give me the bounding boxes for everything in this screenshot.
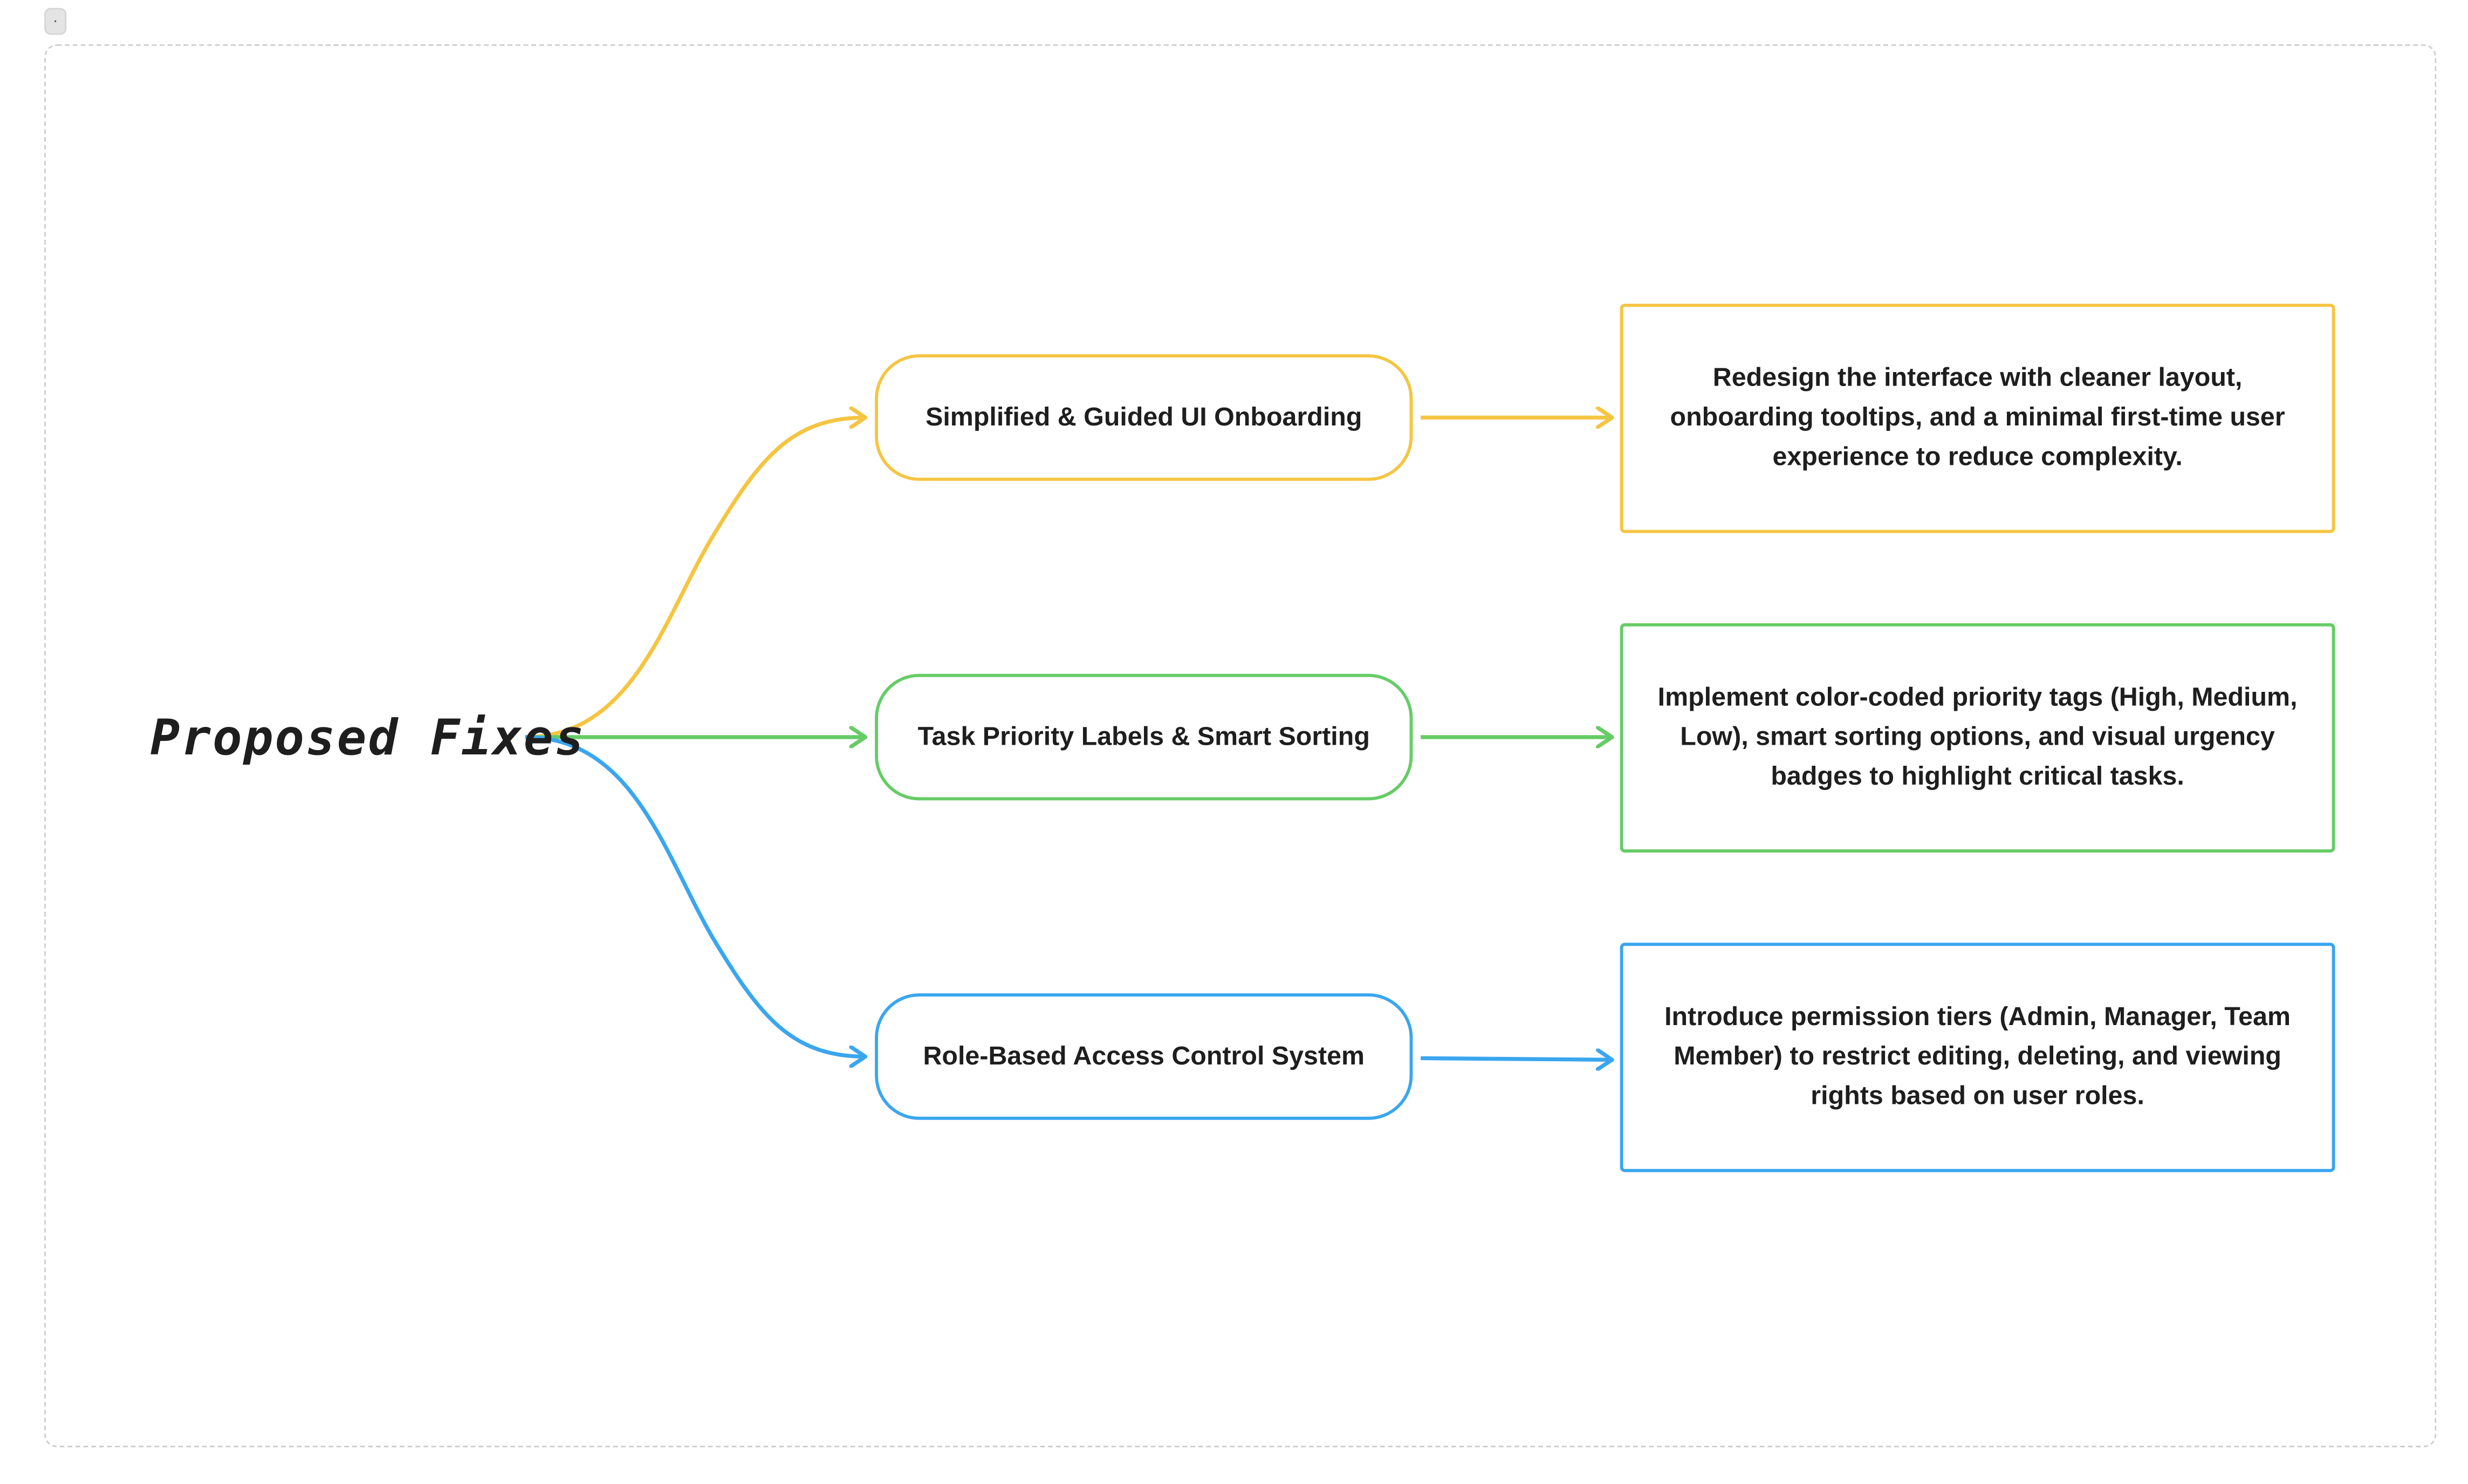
detail-box-text: Implement color-coded priority tags (Hig… — [1657, 683, 2298, 791]
connector-root-to-branch-1 — [525, 417, 866, 739]
frame-border — [44, 44, 2437, 1447]
branch-node-priority[interactable]: Task Priority Labels & Smart Sorting — [875, 674, 1413, 801]
detail-box-access-control[interactable]: Introduce permission tiers (Admin, Manag… — [1620, 943, 2335, 1172]
detail-box-onboarding[interactable]: Redesign the interface with cleaner layo… — [1620, 304, 2335, 533]
detail-box-text: Introduce permission tiers (Admin, Manag… — [1664, 1002, 2291, 1111]
branch-node-label: Role-Based Access Control System — [923, 1041, 1365, 1070]
branch-node-label: Task Priority Labels & Smart Sorting — [917, 722, 1370, 751]
root-node-label[interactable]: Proposed Fixes — [150, 710, 586, 767]
detail-box-text: Redesign the interface with cleaner layo… — [1670, 363, 2285, 472]
frame-handle[interactable]: . — [44, 8, 67, 35]
connector-root-to-branch-3 — [525, 735, 866, 1057]
branch-node-access-control[interactable]: Role-Based Access Control System — [875, 993, 1413, 1120]
branch-node-label: Simplified & Guided UI Onboarding — [926, 402, 1362, 431]
connector-branch-3-to-detail — [1421, 1058, 1612, 1060]
detail-box-priority[interactable]: Implement color-coded priority tags (Hig… — [1620, 623, 2335, 853]
branch-node-onboarding[interactable]: Simplified & Guided UI Onboarding — [875, 354, 1413, 481]
